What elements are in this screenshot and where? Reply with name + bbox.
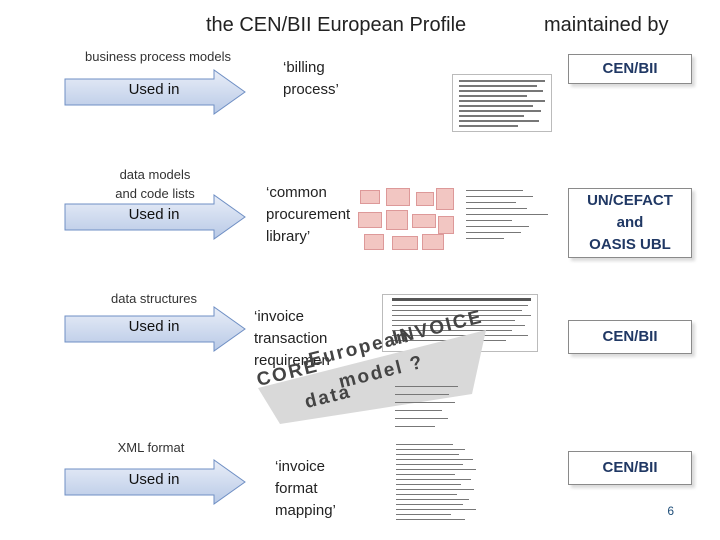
artefact-line: transaction xyxy=(254,330,328,347)
data-model-diagram-thumbnail xyxy=(356,186,456,252)
maintainer-text: and xyxy=(616,214,644,231)
category-xml-format: XML format xyxy=(117,440,185,455)
artefact-billing-process: ‘billing process’ xyxy=(283,57,339,101)
maintained-by-heading: maintained by xyxy=(544,14,669,36)
category-business-process-models: business process models xyxy=(85,49,231,64)
maintainer-box-2: UN/CEFACT and OASIS UBL xyxy=(568,188,692,258)
artefact-line: format xyxy=(275,480,318,497)
category-data-models-and-code-lists: data models and code lists xyxy=(80,165,230,203)
maintainer-text: OASIS UBL xyxy=(589,236,671,253)
artefact-line: ‘common xyxy=(266,184,327,201)
artefact-line: procurement xyxy=(266,206,351,223)
artefact-line: library’ xyxy=(266,228,311,245)
used-in-label: Used in xyxy=(128,206,180,223)
maintainer-text: CEN/BII xyxy=(602,459,658,476)
used-in-arrow-1: Used in xyxy=(64,69,246,115)
page-number: 6 xyxy=(667,504,674,518)
artefact-line: ‘invoice xyxy=(254,308,305,325)
maintainer-text: CEN/BII xyxy=(602,328,658,345)
maintainer-box-3: CEN/BII xyxy=(568,320,692,354)
artefact-invoice-transaction-requirements: ‘invoice transaction requiremen xyxy=(254,306,330,372)
data-structure-tree-thumbnail xyxy=(390,356,480,434)
used-in-label: Used in xyxy=(128,318,180,335)
arrow-shape xyxy=(64,306,246,352)
slide-title: the CEN/BII European Profile xyxy=(206,14,467,36)
category-line: and code lists xyxy=(115,186,195,201)
used-in-arrow-4: Used in xyxy=(64,459,246,505)
arrow-shape xyxy=(64,194,246,240)
arrow-shape xyxy=(64,459,246,505)
used-in-arrow-2: Used in xyxy=(64,194,246,240)
used-in-label: Used in xyxy=(128,81,180,98)
artefact-line: mapping’ xyxy=(275,502,336,519)
maintainer-box-4: CEN/BII xyxy=(568,451,692,485)
code-list-document-thumbnail xyxy=(460,186,556,244)
billing-process-document-thumbnail xyxy=(452,74,552,132)
category-data-structures: data structures xyxy=(111,291,197,306)
artefact-invoice-format-mapping: ‘invoice format mapping’ xyxy=(275,456,336,522)
used-in-label: Used in xyxy=(128,471,180,488)
format-mapping-document-thumbnail xyxy=(390,440,486,528)
maintainer-text: UN/CEFACT xyxy=(587,192,673,209)
artefact-line: requiremen xyxy=(254,352,330,369)
grey-callout-wedge xyxy=(258,330,486,424)
artefact-common-procurement-library: ‘common procurement library’ xyxy=(266,182,350,248)
artefact-line: ‘billing xyxy=(283,59,325,76)
arrow-shape xyxy=(64,69,246,115)
used-in-arrow-3: Used in xyxy=(64,306,246,352)
maintainer-text: CEN/BII xyxy=(602,60,658,77)
maintainer-box-1: CEN/BII xyxy=(568,54,692,84)
category-line: data models xyxy=(119,167,191,182)
artefact-line: process’ xyxy=(283,81,339,98)
artefact-line: ‘invoice xyxy=(275,458,326,475)
